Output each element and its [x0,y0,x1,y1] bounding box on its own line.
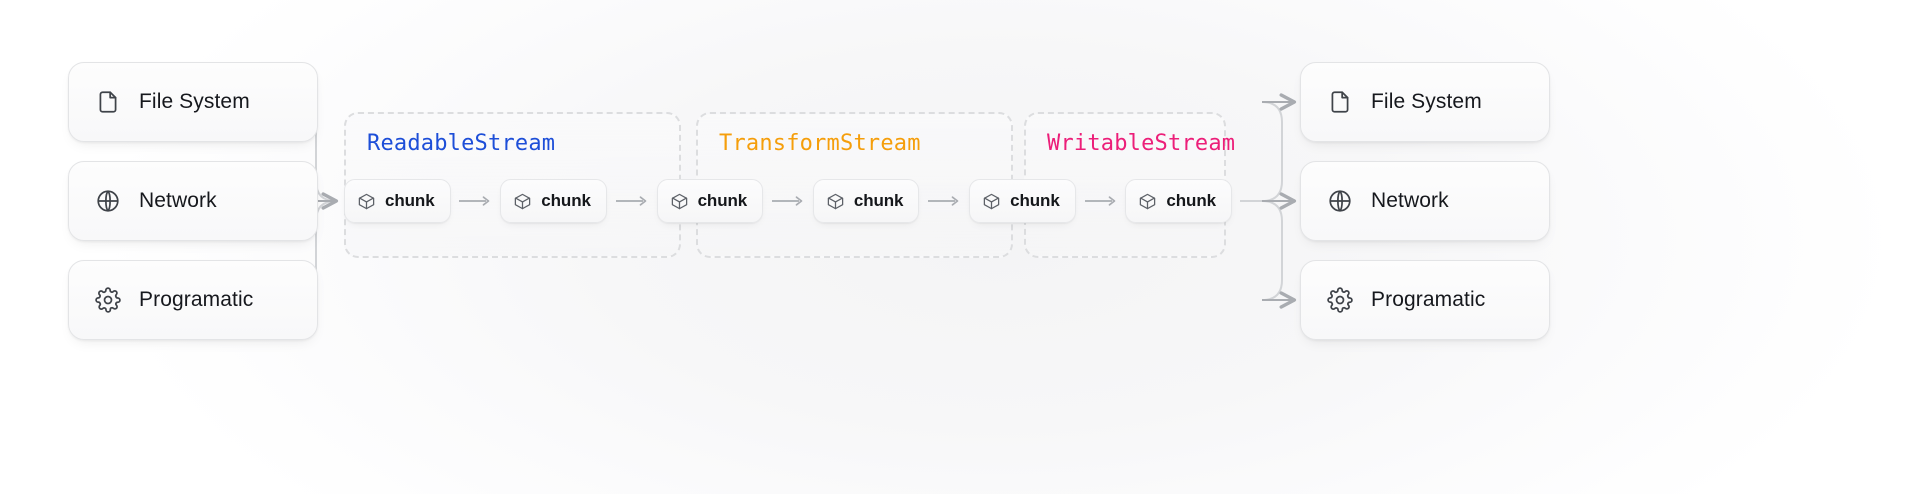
file-icon [95,89,121,115]
sink-label: Network [1371,189,1449,212]
stream-title-transform: TransformStream [719,131,921,156]
globe-icon [1327,188,1353,214]
cube-icon [826,192,845,211]
stream-title-writable: WritableStream [1047,131,1236,156]
file-icon [1327,89,1353,115]
cube-icon [982,192,1001,211]
chunk-arrow-icon [927,194,961,208]
chunk-arrow-icon [615,194,649,208]
chunk-chip[interactable]: chunk [812,179,920,223]
chunk-arrow-icon [771,194,805,208]
chunk-flow-row: chunk chunk chunk [344,178,1232,224]
sink-label: Programatic [1371,288,1486,311]
chunk-chip[interactable]: chunk [656,179,764,223]
globe-icon [95,188,121,214]
chunk-label: chunk [541,191,591,210]
sink-card-network[interactable]: Network [1300,161,1550,241]
sink-label: File System [1371,90,1482,113]
source-card-network[interactable]: Network [68,161,318,241]
source-label: Network [139,189,217,212]
sink-card-programatic[interactable]: Programatic [1300,260,1550,340]
sink-card-file-system[interactable]: File System [1300,62,1550,142]
source-label: Programatic [139,288,254,311]
chunk-chip[interactable]: chunk [344,179,451,223]
chunk-arrow-icon [458,194,492,208]
gear-icon [95,287,121,313]
cube-icon [513,192,532,211]
chunk-chip[interactable]: chunk [969,179,1076,223]
chunk-label: chunk [697,191,748,210]
chunk-chip[interactable]: chunk [1125,179,1232,223]
cube-icon [670,192,689,211]
chunk-chip[interactable]: chunk [500,179,607,223]
cube-icon [357,192,376,211]
source-card-programatic[interactable]: Programatic [68,260,318,340]
gear-icon [1327,287,1353,313]
chunk-label: chunk [1166,191,1216,210]
cube-icon [1138,192,1157,211]
chunk-label: chunk [1010,191,1060,210]
source-card-file-system[interactable]: File System [68,62,318,142]
chunk-label: chunk [853,191,904,210]
chunk-arrow-icon [1084,194,1118,208]
source-label: File System [139,90,250,113]
stream-title-readable: ReadableStream [367,131,556,156]
chunk-label: chunk [385,191,435,210]
